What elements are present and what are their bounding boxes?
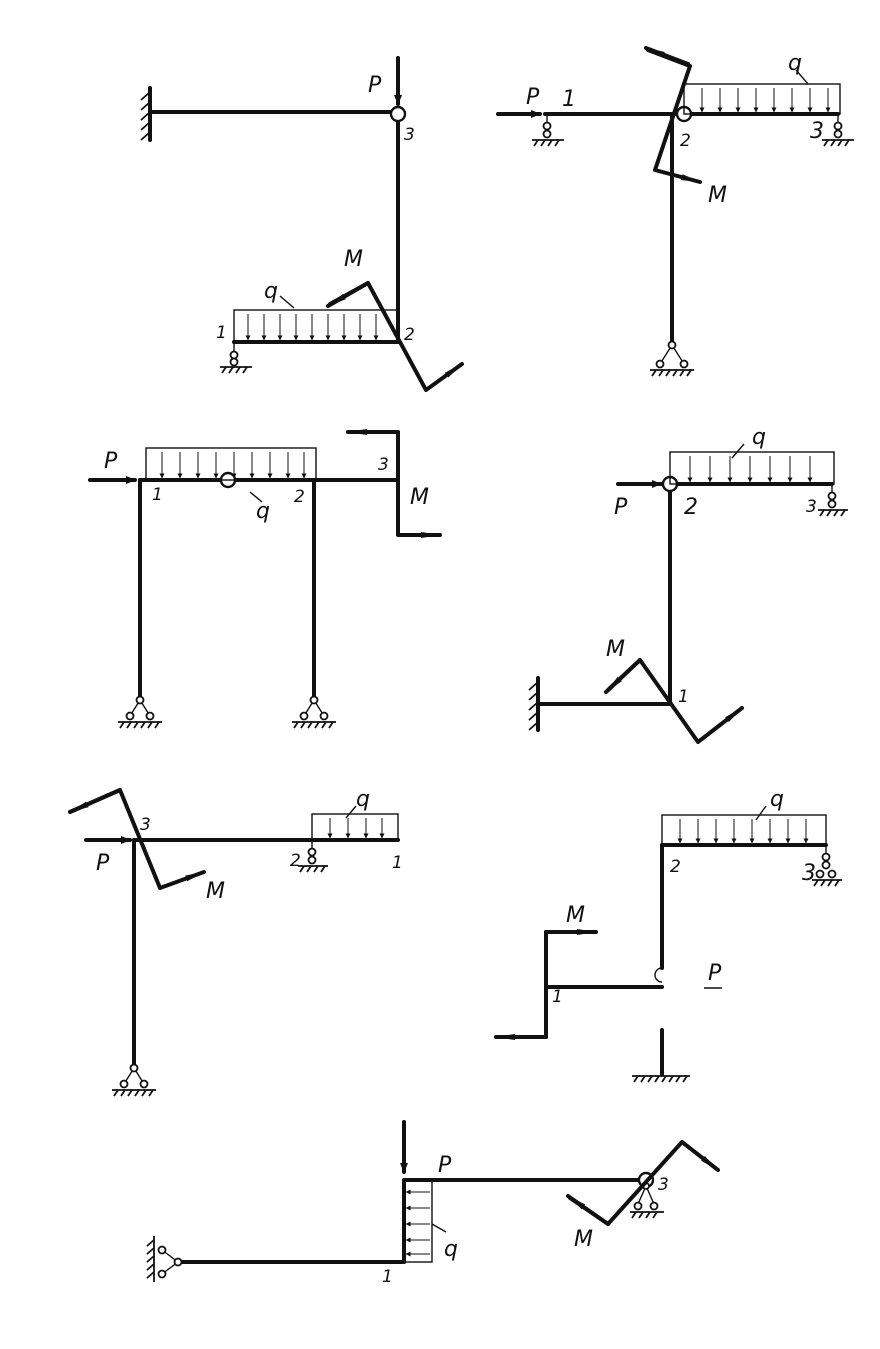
label-node-2: 2 (680, 131, 691, 151)
hook-hinge (654, 967, 663, 983)
label-node-1: 1 (562, 87, 576, 112)
hinge-3 (389, 105, 407, 123)
label-node-2: 2 (670, 857, 681, 877)
label-node-3: 3 (404, 125, 415, 145)
distributed-load-q (233, 295, 399, 343)
label-p: P (96, 851, 110, 876)
distributed-load-q (403, 1179, 447, 1263)
label-q: q (356, 787, 370, 812)
label-node-2: 2 (294, 487, 305, 507)
label-p: P (438, 1153, 452, 1178)
label-q: q (770, 787, 784, 812)
label-p: P (614, 495, 628, 520)
roller-support-1 (220, 342, 252, 374)
diagram-2: P 1 2 q 3 M (496, 46, 854, 377)
label-q-hinge: q (256, 499, 270, 524)
pin-support-wall (146, 1236, 183, 1282)
label-m: M (574, 1227, 593, 1252)
label-p: P (708, 961, 722, 986)
moment-m-3 (346, 429, 442, 538)
label-m: M (708, 183, 727, 208)
label-node-1: 1 (678, 687, 689, 707)
pin-support-bottom (650, 340, 694, 377)
moment-m-2 (644, 46, 702, 184)
distributed-load-q (311, 805, 399, 841)
label-q: q (444, 1237, 458, 1262)
moment-m-7 (566, 1140, 720, 1226)
label-m: M (344, 247, 363, 272)
diagram-7: P q 1 3 M (146, 1120, 720, 1287)
label-q: q (752, 425, 766, 450)
moment-m-6 (494, 929, 598, 1040)
label-p: P (526, 85, 540, 110)
label-node-3: 3 (378, 455, 389, 475)
label-p: P (368, 73, 382, 98)
roller-support-3 (818, 484, 848, 517)
pin-support-left (118, 695, 162, 729)
distributed-load-q (683, 69, 841, 115)
fixed-support-left (528, 676, 540, 732)
roller-support-3 (822, 114, 854, 147)
moment-m-4 (604, 658, 744, 744)
label-m: M (206, 879, 225, 904)
label-node-2: 2 (684, 495, 698, 520)
diagram-1: P 3 M q 1 2 (140, 56, 464, 392)
label-p: P (104, 449, 118, 474)
label-m: M (606, 637, 625, 662)
roller-support-2 (298, 840, 328, 873)
distributed-load-q (661, 805, 827, 846)
moment-m-5 (68, 788, 206, 890)
moment-m-1 (326, 281, 464, 392)
label-node-1: 1 (216, 323, 227, 343)
label-node-1: 1 (152, 485, 163, 505)
label-m: M (566, 903, 585, 928)
label-node-3: 3 (802, 861, 816, 886)
label-node-2: 2 (404, 325, 415, 345)
distributed-load-q (145, 447, 317, 503)
label-node-1: 1 (552, 987, 563, 1007)
fixed-support-1 (140, 86, 152, 142)
label-node-3: 3 (140, 815, 151, 835)
diagram-3: P 1 q 2 3 M (88, 429, 442, 729)
diagram-6: q 2 3 M 1 P (494, 787, 842, 1083)
distributed-load-q (669, 443, 835, 485)
label-m: M (410, 485, 429, 510)
label-q: q (264, 279, 278, 304)
label-node-1: 1 (382, 1267, 393, 1287)
label-node-3: 3 (806, 497, 817, 517)
roller-support-1 (532, 114, 564, 147)
diagram-5: P 3 M q 2 1 (68, 787, 403, 1097)
pin-support-bottom (112, 1063, 156, 1097)
roller-support-3 (812, 845, 842, 887)
pin-support-right (292, 695, 336, 729)
label-q: q (788, 51, 802, 76)
label-node-1: 1 (392, 853, 403, 873)
label-node-3: 3 (658, 1175, 669, 1195)
diagram-4: q P 2 3 M 1 (528, 425, 848, 744)
label-node-2: 2 (290, 851, 301, 871)
label-node-3: 3 (810, 119, 824, 144)
